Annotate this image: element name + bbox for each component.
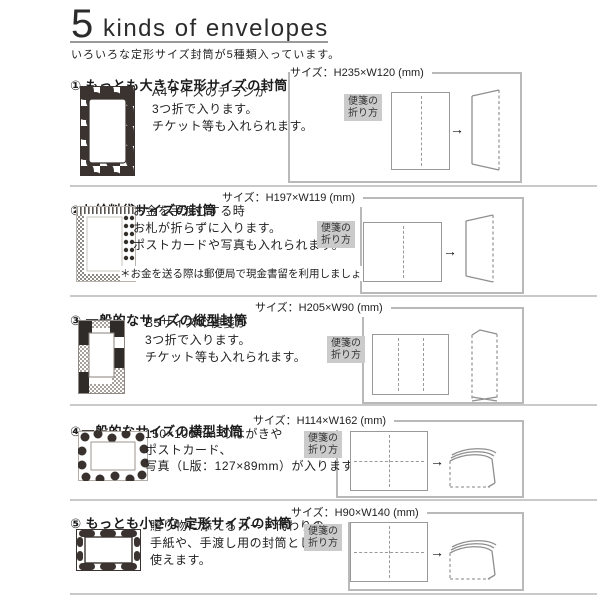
section-divider	[70, 593, 597, 595]
page-subtitle: いろいろな定形サイズ封筒が5種類入っています。	[71, 49, 341, 61]
section-title: ⑤ もっとも小さな 定形サイズの封筒	[70, 515, 292, 531]
envelope-illustration-scalloped-dark	[76, 529, 141, 576]
envelope-illustration-polka-dark	[80, 86, 135, 181]
folded-paper-diagram	[449, 448, 497, 488]
unfolded-paper-diagram	[350, 431, 428, 491]
fold-guide-label: 便箋の 折り方	[344, 94, 382, 121]
envelope-illustration-polka-white	[77, 429, 150, 486]
unfolded-paper-diagram	[372, 334, 449, 395]
size-label: サイズ：H235×W120 (mm)	[290, 64, 432, 82]
folded-paper-diagram	[471, 329, 498, 402]
fold-guide-label: 便箋の 折り方	[304, 431, 342, 458]
folded-paper-diagram	[465, 214, 494, 283]
description: A4サイズのチラシが 3つ折で入ります。 チケット等も入れられます。	[152, 85, 314, 133]
arrow-right-icon: →	[450, 121, 464, 137]
folded-paper-diagram	[471, 89, 500, 171]
section-divider	[70, 185, 597, 187]
arrow-right-icon: →	[430, 544, 444, 560]
size-label: サイズ：H205×W90 (mm)	[255, 299, 391, 317]
arrow-right-icon: →	[443, 243, 457, 259]
page-title: kinds of envelopes	[103, 15, 329, 42]
size-label: サイズ：H90×W140 (mm)	[291, 504, 427, 522]
description: お金を手渡しする時 お札が折らずに入ります。 ポストカードや写真も入れられます。	[133, 204, 345, 252]
fold-diagram-frame	[336, 420, 524, 498]
description: 150×100mm のはがきや ポストカード、 写真（L版：127×89mm）が…	[145, 427, 366, 473]
section-divider	[70, 499, 597, 501]
fold-diagram-frame	[348, 512, 524, 591]
folded-paper-diagram	[449, 540, 497, 580]
section-divider	[70, 404, 597, 406]
postal-note: ＊お金を送る際は郵便局で現金書留を利用しましょう。	[120, 266, 382, 281]
envelope-illustration-black-blocks	[78, 320, 125, 399]
size-label: サイズ：H114×W162 (mm)	[253, 412, 395, 430]
fold-guide-label: 便箋の 折り方	[317, 221, 355, 248]
unfolded-paper-diagram	[363, 222, 442, 282]
size-label: サイズ：H197×W119 (mm)	[222, 189, 364, 207]
description: B5サイズの便箋が 3つ折で入ります。 チケット等も入れられます。	[145, 316, 307, 364]
page-title-number: 5	[71, 2, 94, 46]
fold-guide-label: 便箋の 折り方	[327, 336, 365, 363]
fold-guide-label: 便箋の 折り方	[304, 524, 342, 551]
description: 贈り物に添えるカード代わりの 手紙や、手渡し用の封筒として 使えます。	[150, 519, 325, 567]
unfolded-paper-diagram	[350, 522, 428, 582]
unfolded-paper-diagram	[391, 92, 450, 170]
arrow-right-icon: →	[430, 453, 444, 469]
section-divider	[70, 295, 597, 297]
fold-diagram-frame	[360, 197, 524, 294]
title-underline	[70, 41, 328, 43]
